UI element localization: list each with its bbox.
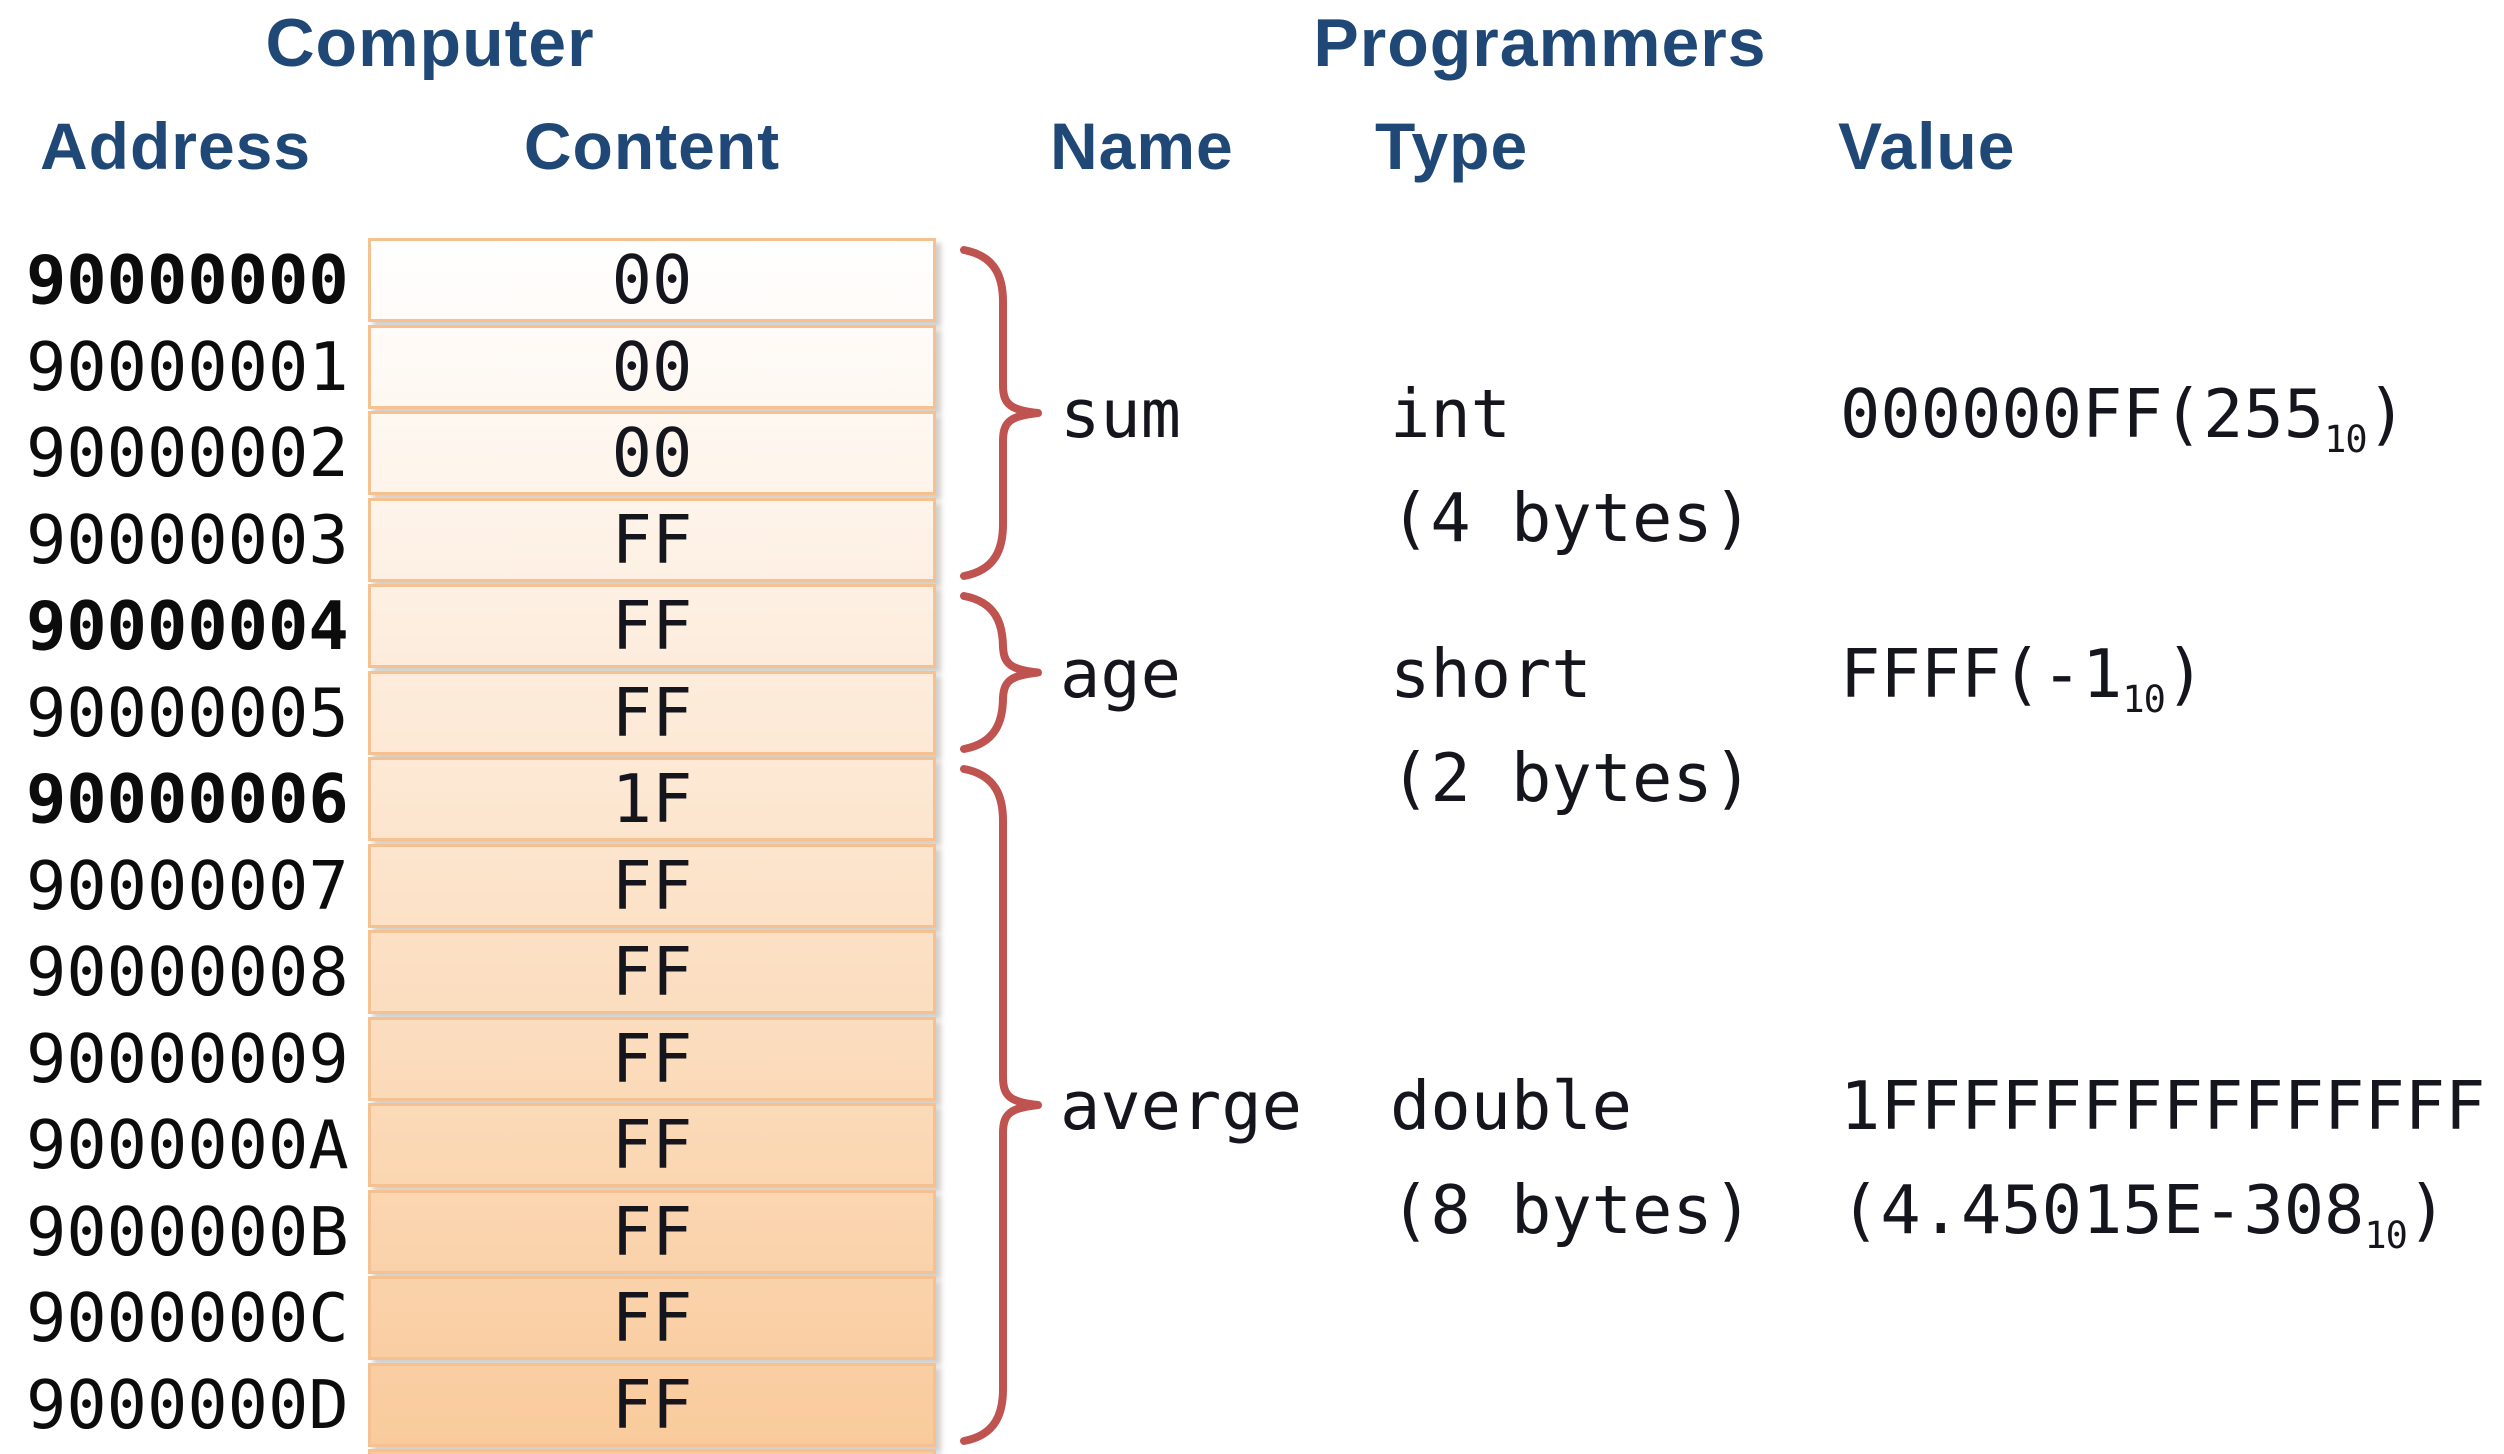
- memory-cell: FF: [368, 1276, 936, 1360]
- memory-cell: [368, 1449, 936, 1454]
- memory-address: 90000003: [26, 500, 349, 579]
- variable-name: averge: [1060, 1067, 1303, 1145]
- sum-brace: [960, 246, 1042, 580]
- memory-cell: FF: [368, 1016, 936, 1101]
- memory-address: 9000000B: [26, 1192, 349, 1271]
- memory-cell: 1F: [368, 757, 936, 841]
- variable-type: double: [1390, 1067, 1633, 1145]
- column-header-content: Content: [523, 109, 781, 183]
- memory-address: 90000004: [26, 587, 349, 665]
- value-hex: 000000FF(255: [1840, 375, 2325, 453]
- value-close-paren: ): [2164, 635, 2206, 713]
- memory-address: 90000007: [26, 846, 349, 925]
- column-header-address: Address: [40, 109, 312, 183]
- value-hex: (4.45015E-308: [1840, 1171, 2365, 1249]
- memory-cell: 00: [368, 324, 936, 409]
- column-header-name: Name: [1050, 109, 1234, 183]
- memory-cell: FF: [368, 843, 936, 928]
- memory-cell: 00: [368, 238, 936, 322]
- memory-cell: FF: [368, 930, 936, 1014]
- value-base-subscript: 10: [2122, 678, 2166, 721]
- age-brace: [960, 592, 1042, 753]
- memory-cell: FF: [368, 670, 936, 755]
- memory-address: 90000009: [26, 1019, 349, 1098]
- variable-value: FFFF(-110): [1840, 628, 2205, 746]
- memory-cell: FF: [368, 1189, 936, 1274]
- value-hex: FFFF(-1: [1840, 635, 2123, 713]
- memory-cell: 00: [368, 411, 936, 495]
- column-header-type: Type: [1375, 109, 1529, 183]
- variable-type: int: [1390, 375, 1512, 453]
- memory-address: 9000000A: [26, 1106, 349, 1184]
- variable-size: (8 bytes): [1390, 1171, 1754, 1249]
- variable-size: (2 bytes): [1390, 739, 1754, 817]
- variable-size: (4 bytes): [1390, 479, 1754, 557]
- variable-value-hex: 1FFFFFFFFFFFFFFF: [1840, 1067, 2486, 1145]
- memory-cell: FF: [368, 497, 936, 582]
- value-close-paren: ): [2366, 375, 2407, 453]
- memory-address: 90000006: [26, 760, 349, 838]
- variable-type: short: [1390, 635, 1592, 713]
- value-base-subscript: 10: [2324, 418, 2368, 461]
- programmers-title: Programmers: [1313, 5, 1767, 81]
- variable-value-decimal: (4.45015E-30810): [1840, 1164, 2447, 1282]
- column-header-value: Value: [1838, 109, 2016, 183]
- value-close-paren: ): [2406, 1171, 2448, 1249]
- variable-name: sum: [1060, 375, 1182, 453]
- memory-address: 9000000C: [26, 1279, 349, 1357]
- variable-name: age: [1060, 635, 1182, 713]
- memory-cell: FF: [368, 1362, 936, 1447]
- memory-address: 90000005: [26, 673, 349, 752]
- memory-address: 90000001: [26, 327, 349, 406]
- memory-address: 9000000D: [26, 1365, 349, 1444]
- memory-address: 90000008: [26, 933, 349, 1011]
- memory-cell: FF: [368, 584, 936, 668]
- computer-title: Computer: [265, 5, 595, 81]
- memory-address: 90000000: [26, 241, 349, 319]
- averge-brace: [960, 765, 1042, 1445]
- value-base-subscript: 10: [2364, 1214, 2408, 1257]
- memory-address: 90000002: [26, 414, 349, 492]
- memory-cell: FF: [368, 1103, 936, 1187]
- variable-value: 000000FF(25510): [1840, 368, 2407, 486]
